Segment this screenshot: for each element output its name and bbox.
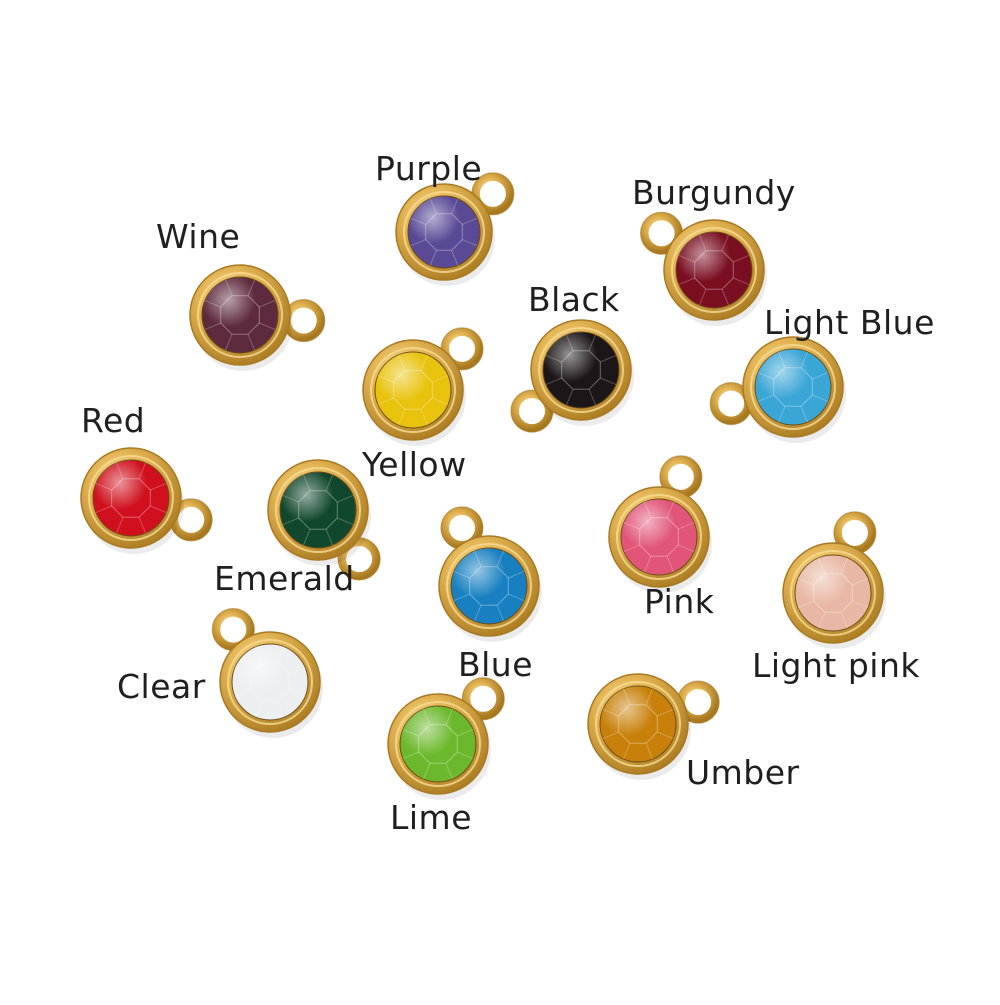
label-umber: Umber — [686, 753, 800, 792]
label-purple: Purple — [375, 149, 483, 188]
charm-yellow — [362, 327, 484, 446]
charm-gem-shine — [232, 644, 308, 720]
charm-loop — [471, 172, 514, 215]
charm-wine — [189, 264, 326, 371]
charm-purple — [395, 172, 515, 286]
charm-bezel-rim — [403, 191, 485, 273]
charm-blue — [438, 506, 542, 642]
charm-umber — [587, 673, 720, 780]
label-light-pink: Light pink — [752, 646, 920, 685]
charm-light-blue — [709, 336, 846, 443]
charm-gem-shine — [451, 548, 527, 624]
charm-loop — [338, 538, 381, 581]
charm-bezel-rim — [370, 347, 456, 433]
charm-bezel-rim — [88, 455, 174, 541]
charm-red — [80, 447, 213, 554]
charm-gem-shine — [408, 196, 480, 268]
label-blue: Blue — [458, 645, 534, 684]
label-burgundy: Burgundy — [632, 173, 796, 212]
charm-pink — [608, 455, 712, 593]
charm-gem-shine — [755, 349, 831, 425]
charm-gem-shine — [621, 499, 697, 575]
charm-gem-shine — [375, 352, 451, 428]
charm-loop — [510, 390, 553, 433]
charm-bezel-rim — [227, 639, 313, 725]
charm-bezel-rim — [671, 227, 757, 313]
charm-loop — [441, 327, 484, 370]
charm-bezel-rim — [446, 543, 532, 629]
charm-gem-shine — [676, 232, 752, 308]
label-red: Red — [81, 401, 146, 440]
charm-gem-shine — [543, 332, 619, 408]
label-emerald: Emerald — [214, 559, 355, 598]
label-pink: Pink — [644, 582, 715, 621]
charm-light-pink — [782, 511, 886, 649]
charm-loop — [640, 212, 683, 255]
label-light-blue: Light Blue — [764, 303, 935, 342]
charm-bezel-rim — [750, 344, 836, 430]
charm-emerald — [267, 459, 381, 581]
charm-bezel-rim — [197, 272, 283, 358]
charm-gem-shine — [400, 706, 476, 782]
charm-gem-shine — [795, 555, 871, 631]
charm-gem-shine — [93, 460, 169, 536]
charm-lime — [387, 677, 505, 800]
label-black: Black — [528, 280, 620, 319]
charm-loop-edge — [461, 677, 505, 721]
charm-bezel-rim — [616, 494, 702, 580]
charm-bezel-rim — [595, 681, 681, 767]
charm-loop — [212, 608, 255, 651]
charm-bezel-rim — [275, 467, 361, 553]
charm-bezel-rim — [790, 550, 876, 636]
charm-loop — [462, 677, 505, 720]
charm-gem-shine — [600, 686, 676, 762]
label-lime: Lime — [390, 798, 473, 837]
charm-black — [510, 319, 634, 433]
charm-gem-shine — [280, 472, 356, 548]
label-yellow: Yellow — [362, 445, 467, 484]
label-clear: Clear — [117, 667, 206, 706]
charm-bezel-rim — [538, 327, 624, 413]
charm-clear — [211, 607, 323, 738]
charm-bezel-rim — [395, 701, 481, 787]
charm-gem-shine — [202, 277, 278, 353]
charm-burgundy — [639, 211, 767, 326]
label-wine: Wine — [156, 217, 241, 256]
